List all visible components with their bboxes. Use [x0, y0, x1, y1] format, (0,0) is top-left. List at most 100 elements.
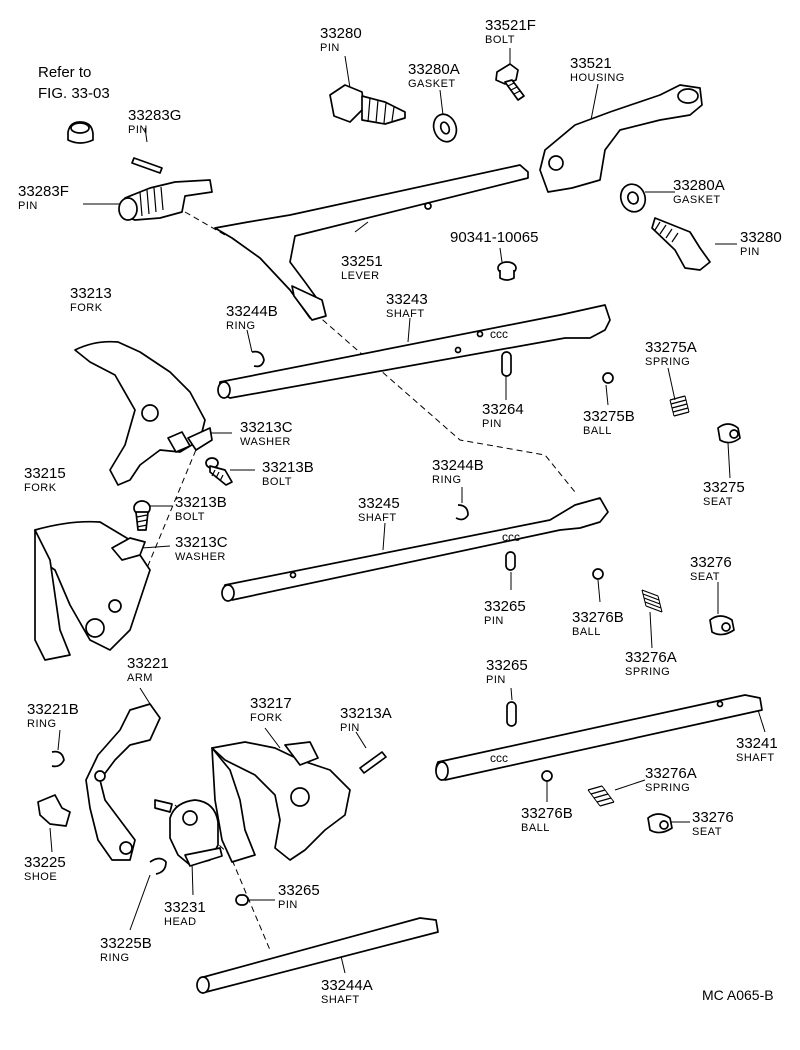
svg-text:33265: 33265: [484, 598, 526, 615]
svg-text:33283F: 33283F: [18, 183, 69, 200]
svg-text:BALL: BALL: [583, 425, 612, 437]
ball-33275B: [602, 372, 614, 384]
svg-text:HEAD: HEAD: [164, 916, 197, 928]
svg-text:GASKET: GASKET: [408, 78, 456, 90]
svg-text:33280: 33280: [740, 229, 782, 246]
svg-text:ARM: ARM: [127, 672, 153, 684]
svg-text:33276A: 33276A: [625, 649, 677, 666]
svg-text:PIN: PIN: [18, 200, 38, 212]
svg-text:90341-10065: 90341-10065: [450, 229, 538, 246]
svg-text:WASHER: WASHER: [240, 436, 291, 448]
svg-text:33251: 33251: [341, 253, 383, 270]
svg-text:PIN: PIN: [740, 246, 760, 258]
svg-text:PIN: PIN: [482, 418, 502, 430]
svg-text:SPRING: SPRING: [625, 666, 670, 678]
fork-33217: [211, 741, 351, 863]
svg-text:33276A: 33276A: [645, 765, 697, 782]
reference-line-1: Refer to: [38, 64, 91, 81]
shaft-33244A: [196, 917, 439, 994]
svg-text:33215: 33215: [24, 465, 66, 482]
reference-line-2: FIG. 33-03: [38, 85, 110, 102]
svg-text:33276B: 33276B: [572, 609, 624, 626]
bolt-90341-10065: [497, 261, 517, 281]
reference-note: Refer to FIG. 33-03: [38, 64, 110, 102]
pin-33265-low: [506, 701, 517, 727]
svg-text:SHOE: SHOE: [24, 871, 57, 883]
pin-33213A: [359, 751, 387, 774]
svg-text:LEVER: LEVER: [341, 270, 380, 282]
svg-text:33213B: 33213B: [175, 494, 227, 511]
svg-text:33280A: 33280A: [408, 61, 460, 78]
svg-text:PIN: PIN: [320, 42, 340, 54]
svg-text:FORK: FORK: [24, 482, 57, 494]
svg-text:RING: RING: [27, 718, 57, 730]
svg-text:FORK: FORK: [250, 712, 283, 724]
svg-text:SHAFT: SHAFT: [386, 308, 425, 320]
svg-text:RING: RING: [100, 952, 130, 964]
svg-text:33280: 33280: [320, 25, 362, 42]
spring-33275A: [669, 395, 690, 417]
bolt-33213B-mid: [133, 500, 151, 531]
svg-text:SPRING: SPRING: [645, 782, 690, 794]
svg-text:BOLT: BOLT: [175, 511, 205, 523]
svg-text:BOLT: BOLT: [485, 34, 515, 46]
svg-text:33217: 33217: [250, 695, 292, 712]
svg-text:33265: 33265: [486, 657, 528, 674]
fork-33213: [74, 340, 206, 486]
shoe-33225: [37, 794, 71, 827]
housing-33521: [539, 84, 703, 193]
pin-33264: [501, 351, 512, 377]
pin-33283F: [118, 179, 213, 221]
cap-plug: [67, 121, 94, 144]
svg-text:PIN: PIN: [486, 674, 506, 686]
ring-33244B-top: [251, 350, 265, 368]
ball-33276B-top: [592, 568, 604, 580]
svg-text:RING: RING: [226, 320, 256, 332]
svg-text:33280A: 33280A: [673, 177, 725, 194]
washer-33213C-top: [187, 427, 213, 451]
lever-33251: [214, 164, 529, 321]
svg-text:33225B: 33225B: [100, 935, 152, 952]
spring-33276A-low: [587, 785, 615, 807]
svg-text:33276: 33276: [692, 809, 734, 826]
svg-text:33275B: 33275B: [583, 408, 635, 425]
svg-text:HOUSING: HOUSING: [570, 72, 625, 84]
callout-90341-10065: 90341-10065: [450, 229, 538, 246]
leader-lines: [49, 48, 766, 974]
svg-text:33283G: 33283G: [128, 107, 181, 124]
svg-text:SHAFT: SHAFT: [358, 512, 397, 524]
svg-text:FORK: FORK: [70, 302, 103, 314]
svg-text:RING: RING: [432, 474, 462, 486]
svg-text:33231: 33231: [164, 899, 206, 916]
seat-33276-low: [647, 813, 673, 834]
svg-text:33213C: 33213C: [240, 419, 293, 436]
